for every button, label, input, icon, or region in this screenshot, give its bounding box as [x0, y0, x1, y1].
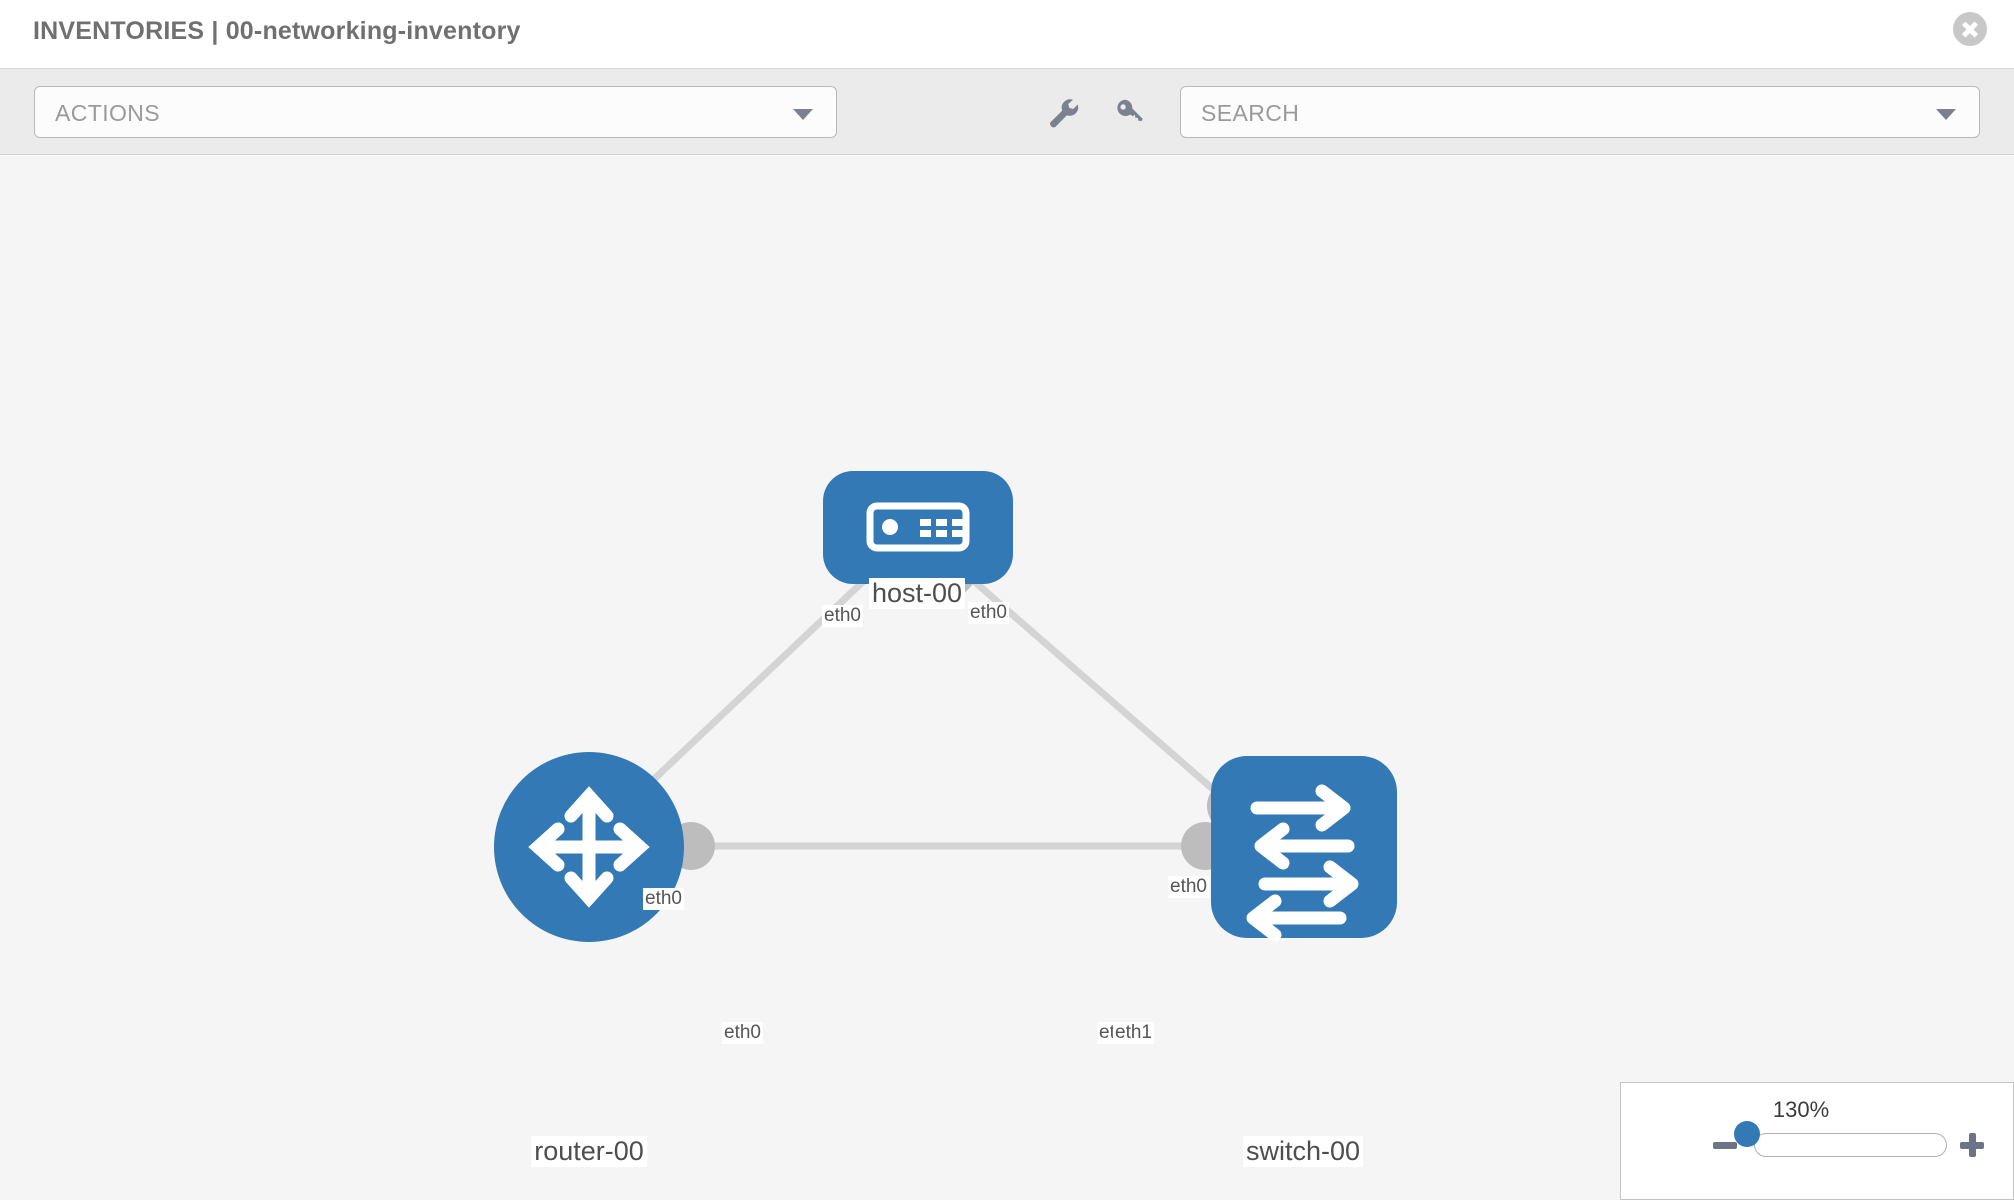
search-placeholder: SEARCH [1201, 100, 1300, 126]
zoom-slider-thumb[interactable] [1734, 1121, 1760, 1147]
node-host-00 [823, 471, 1013, 584]
iface-label-host-right: eth0 [968, 602, 1009, 624]
topology-graph [494, 471, 1397, 942]
node-label-host-00: host-00 [868, 578, 966, 609]
chevron-down-icon[interactable] [1936, 109, 1956, 120]
chevron-down-icon [793, 109, 813, 120]
minus-icon[interactable] [1713, 1142, 1737, 1149]
node-label-router-00: router-00 [531, 1136, 647, 1167]
topology-links [612, 553, 1241, 850]
plus-icon[interactable] [1960, 1133, 1984, 1157]
actions-dropdown[interactable]: ACTIONS [34, 86, 837, 138]
iface-label-router-north: eth0 [643, 888, 684, 910]
iface-label-switch-west-b: eth1 [1113, 1022, 1154, 1044]
key-icon[interactable] [1112, 95, 1148, 131]
zoom-control-panel: 130% [1620, 1082, 2014, 1200]
zoom-level-value: 130% [1772, 1097, 1830, 1122]
router-arrows-icon [528, 786, 650, 908]
zoom-slider[interactable] [1754, 1133, 1947, 1157]
search-input[interactable]: SEARCH [1180, 86, 1980, 138]
page-title: INVENTORIES | 00-networking-inventory [33, 17, 521, 45]
node-label-switch-00: switch-00 [1242, 1136, 1364, 1167]
link-host-switch [942, 553, 1241, 814]
topology-canvas[interactable]: host-00 router-00 switch-00 eth0 eth0 et… [0, 156, 2014, 1200]
iface-label-switch-north: eth0 [1168, 876, 1209, 898]
iface-label-host-left: eth0 [822, 605, 863, 627]
actions-dropdown-label: ACTIONS [55, 100, 161, 126]
node-router-00 [494, 752, 684, 942]
link-host-router [612, 553, 893, 819]
server-icon [866, 502, 970, 552]
iface-label-router-east: eth0 [722, 1022, 763, 1044]
wrench-icon[interactable] [1045, 95, 1081, 131]
page-header: INVENTORIES | 00-networking-inventory [0, 0, 2014, 69]
close-icon[interactable] [1953, 12, 1987, 46]
switch-arrows-icon [1246, 784, 1359, 942]
toolbar: ACTIONS SEARCH [0, 69, 2014, 155]
node-switch-00 [1211, 756, 1397, 942]
